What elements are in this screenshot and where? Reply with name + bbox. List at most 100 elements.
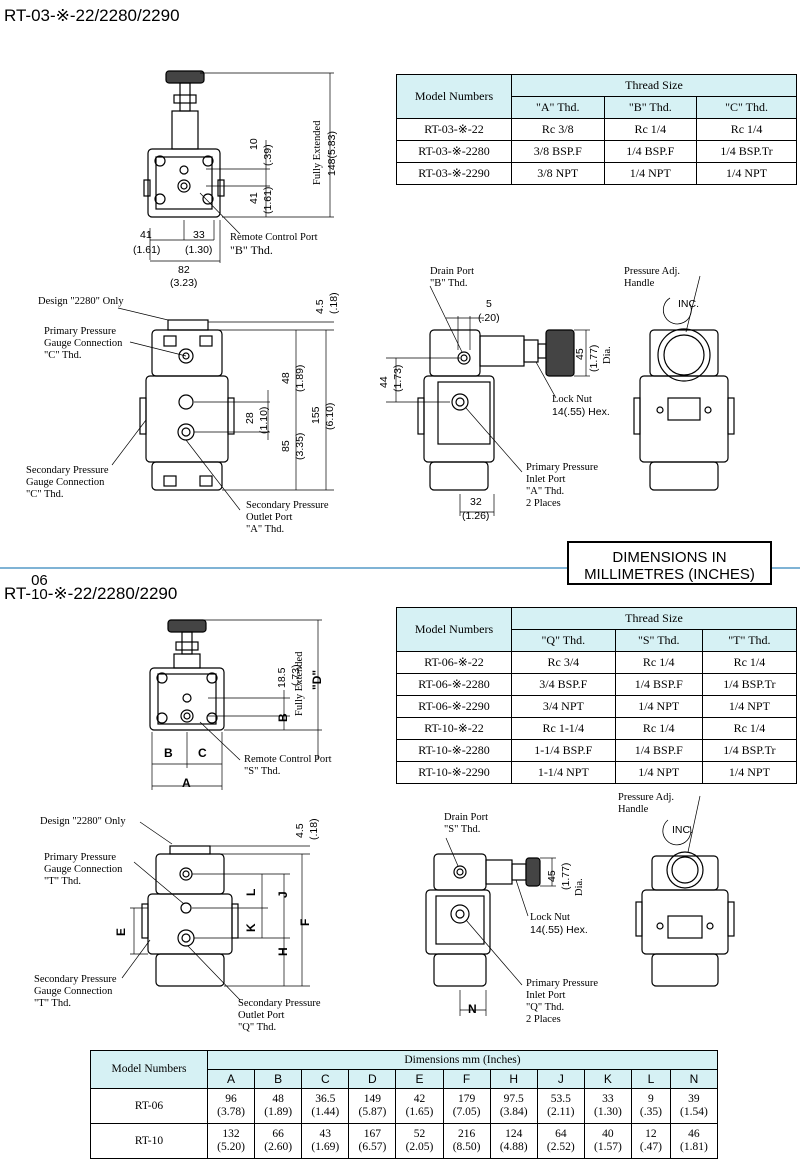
cell: RT-10-※-22	[396, 717, 512, 740]
dia-label-1: Dia.	[602, 346, 613, 364]
cell: 3/4 BSP.F	[511, 673, 616, 696]
dim-44: 44	[378, 376, 390, 388]
cell: 1/4 NPT	[603, 162, 698, 185]
cell: 33(1.30)	[583, 1088, 632, 1124]
dim-45h: 45	[574, 348, 586, 360]
rt06-front-view	[121, 821, 310, 1001]
cell: Rc 1/4	[696, 118, 797, 141]
table-row: RT-10-※-22 Rc 1-1/4 Rc 1/4 Rc 1/4	[396, 717, 798, 740]
dim-a: A	[182, 776, 191, 790]
cell: RT-06-※-22	[396, 651, 512, 674]
rt03-back-view	[633, 275, 735, 491]
col-a-thd: "A" Thd.	[511, 96, 605, 119]
drain-port-label-1: Drain Port "B" Thd.	[430, 266, 475, 289]
dim-4.5: 4.5	[314, 299, 326, 314]
dim-28: 28	[244, 412, 256, 424]
col-model-numbers: Model Numbers	[90, 1050, 208, 1089]
cell: 124(4.88)	[489, 1123, 538, 1159]
col-b-thd: "B" Thd.	[603, 96, 698, 119]
cell: Rc 1/4	[614, 717, 703, 740]
col-n: N	[669, 1069, 719, 1089]
rt03-front-view	[111, 307, 334, 511]
secondary-gauge-label-2: Secondary Pressure Gauge Connection "T" …	[34, 974, 117, 1009]
cell: 167(6.57)	[348, 1123, 397, 1159]
dim-j: J	[276, 891, 290, 898]
cell: 40(1.57)	[583, 1123, 632, 1159]
col-b: B	[254, 1069, 303, 1089]
table-row: RT-03-※-2280 3/8 BSP.F 1/4 BSP.F 1/4 BSP…	[396, 140, 797, 163]
table-row: RT-06-※-22 Rc 3/4 Rc 1/4 Rc 1/4	[396, 651, 798, 674]
col-f: F	[442, 1069, 491, 1089]
dim-32-in: (1.26)	[462, 510, 490, 522]
table-row: RT-03-※-2290 3/8 NPT 1/4 NPT 1/4 NPT	[396, 162, 797, 185]
remote-control-port-label-2: Remote Control Port "S" Thd.	[244, 754, 332, 777]
drain-port-label-2: Drain Port "S" Thd.	[444, 812, 489, 835]
lock-nut-label-1: Lock Nut 14(.55) Hex.	[552, 394, 610, 418]
fully-extended-label: Fully Extended	[312, 120, 323, 185]
dim-b: B	[164, 746, 173, 760]
cell: 96(3.78)	[206, 1088, 256, 1124]
col-c: C	[301, 1069, 350, 1089]
cell: RT-03-※-2280	[396, 140, 512, 163]
dim-155-in: (6.10)	[324, 402, 336, 430]
rt06-top-view	[149, 619, 322, 790]
dim-48-in: (1.89)	[294, 364, 306, 392]
cell: 179(7.05)	[442, 1088, 491, 1124]
dim-41: 41	[140, 229, 152, 241]
dia-label-2: Dia.	[574, 878, 585, 896]
cell: 48(1.89)	[254, 1088, 303, 1124]
dim-h: H	[276, 947, 290, 956]
cell: RT-10-※-2290	[396, 761, 512, 784]
cell: 216(8.50)	[442, 1123, 491, 1159]
cell: 1-1/4 BSP.F	[511, 739, 616, 762]
dim-33-in: (1.30)	[185, 244, 213, 256]
col-group-dimensions: Dimensions mm (Inches)	[207, 1050, 718, 1070]
dim-k: K	[244, 923, 258, 932]
primary-gauge-label-2: Primary Pressure Gauge Connection "T" Th…	[44, 852, 123, 887]
design-2280-label-1: Design "2280" Only	[38, 296, 124, 307]
cell: 1/4 BSP.Tr	[701, 739, 798, 762]
dim-d: "D"	[310, 669, 324, 690]
cell: Rc 3/8	[511, 118, 605, 141]
cell: 43(1.69)	[301, 1123, 350, 1159]
dim-18.5: 18.5	[276, 667, 288, 688]
cell: Rc 3/4	[511, 651, 616, 674]
section-divider	[0, 567, 800, 569]
cell: RT-06-※-2290	[396, 695, 512, 718]
cell: 3/8 NPT	[511, 162, 605, 185]
model-cell: RT-10	[90, 1123, 208, 1159]
dim-85: 85	[280, 440, 292, 452]
col-c-thd: "C" Thd.	[696, 96, 797, 119]
col-l: L	[630, 1069, 671, 1089]
dim-b-vert: B	[276, 713, 290, 722]
col-j: J	[536, 1069, 585, 1089]
col-model-numbers: Model Numbers	[396, 74, 512, 119]
dim-82-in: (3.23)	[170, 277, 198, 289]
col-q-thd: "Q" Thd.	[511, 629, 616, 652]
inc-label-1: INC.	[678, 298, 699, 310]
primary-inlet-label-2: Primary Pressure Inlet Port "Q" Thd. 2 P…	[526, 978, 599, 1025]
secondary-outlet-label-1: Secondary Pressure Outlet Port "A" Thd.	[246, 500, 329, 535]
cell: Rc 1/4	[701, 651, 798, 674]
dim-45h-2: 45	[546, 870, 558, 882]
cell: Rc 1/4	[701, 717, 798, 740]
dim-41-in: (1.61)	[133, 244, 161, 256]
col-k: K	[583, 1069, 632, 1089]
cell: 1/4 NPT	[696, 162, 797, 185]
col-d: D	[348, 1069, 397, 1089]
cell: 1/4 BSP.F	[603, 140, 698, 163]
primary-gauge-label-1: Primary Pressure Gauge Connection "C" Th…	[44, 326, 123, 361]
fully-extended-label-2: Fully Extended	[294, 651, 305, 716]
col-group-thread-size: Thread Size	[511, 607, 797, 630]
table-row: RT-06-※-2280 3/4 BSP.F 1/4 BSP.F 1/4 BSP…	[396, 673, 798, 696]
cell: 64(2.52)	[536, 1123, 585, 1159]
col-model-numbers: Model Numbers	[396, 607, 512, 652]
secondary-outlet-label-2: Secondary Pressure Outlet Port "Q" Thd.	[238, 998, 321, 1033]
thread-size-table-rt03: Model Numbers Thread Size "A" Thd. "B" T…	[396, 74, 797, 185]
cell: 52(2.05)	[395, 1123, 444, 1159]
dim-82: 82	[178, 264, 190, 276]
cell: 12(.47)	[630, 1123, 671, 1159]
table-row: RT-10-※-2290 1-1/4 NPT 1/4 NPT 1/4 NPT	[396, 761, 798, 784]
